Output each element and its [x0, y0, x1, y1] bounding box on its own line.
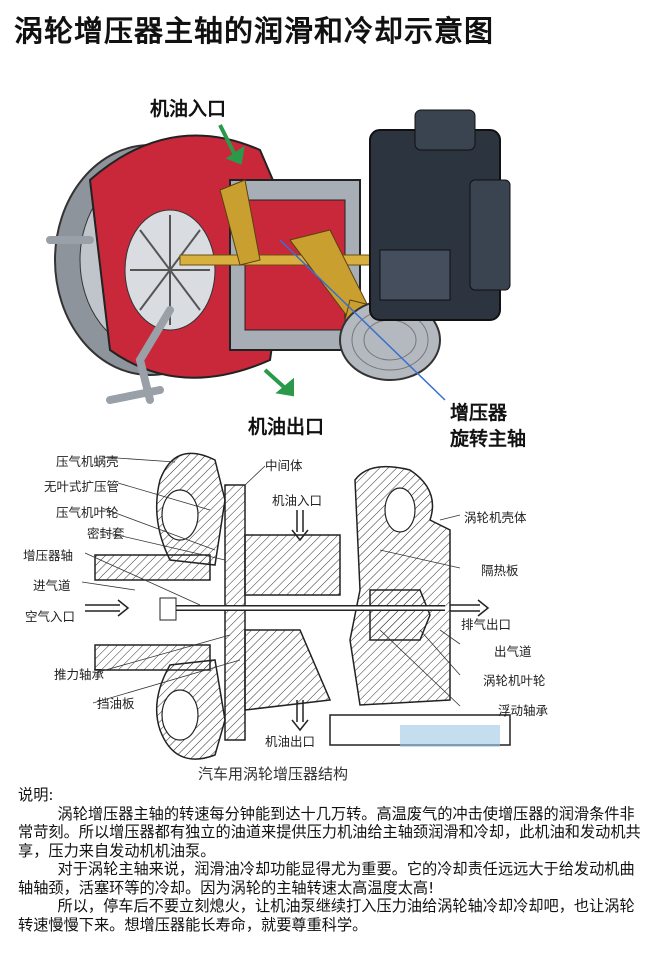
label-vaneless-diffuser: 无叶式扩压管: [44, 479, 120, 494]
notes-heading: 说明:: [18, 786, 54, 804]
oil-outlet-arrow: [291, 700, 309, 732]
photo-label-shaft-line1: 增压器: [450, 402, 508, 424]
label-floating-bearing: 浮动轴承: [498, 703, 549, 718]
diagram-caption: 汽车用涡轮增压器结构: [198, 765, 349, 783]
label-turbo-shaft: 增压器轴: [23, 548, 74, 563]
label-turbine-wheel: 涡轮机叶轮: [483, 673, 546, 688]
watermark-smudge: [400, 725, 500, 747]
photo-label-oil-outlet: 机油出口: [248, 416, 325, 438]
shaft-pointer-line: [279, 239, 446, 401]
intake-duct-top: [94, 554, 211, 581]
turbocharger-cutaway-illustration: [46, 109, 511, 404]
intake-duct-bottom: [94, 644, 211, 671]
label-oil-deflector: 挡油板: [97, 696, 135, 711]
notes-paragraph-3: 所以，停车后不要立刻熄火，让机油泵继续打入压力油给涡轮轴冷却冷却吧，也让涡轮转速…: [18, 897, 635, 934]
label-center-housing: 中间体: [265, 458, 303, 473]
oil-inlet-arrow: [291, 510, 309, 542]
exhaust-outlet-arrow: [450, 599, 490, 617]
air-inlet-arrow: [85, 599, 130, 617]
label-oil-inlet: 机油入口: [272, 493, 323, 508]
oil-pipes: [46, 236, 174, 404]
turbine-housing: [349, 465, 451, 706]
wastegate-actuator: [369, 109, 511, 321]
shaft-nut: [159, 597, 177, 621]
label-seal-sleeve: 密封套: [87, 526, 125, 541]
page-title: 涡轮增压器主轴的润滑和冷却示意图: [14, 14, 495, 48]
label-outlet-duct: 出气道: [494, 644, 532, 659]
center-housing: [179, 179, 431, 351]
label-turbine-housing: 涡轮机壳体: [464, 510, 527, 525]
photo-label-oil-inlet: 机油入口: [150, 98, 227, 120]
label-compressor-wheel: 压气机叶轮: [56, 505, 119, 520]
label-oil-outlet: 机油出口: [265, 734, 316, 749]
oil-flow-arrows: [218, 124, 294, 397]
label-intake-duct: 进气道: [33, 578, 71, 593]
notes-paragraph-2: 对于涡轮主轴来说，润滑油冷却功能显得尤为重要。它的冷却责任远远大于给发动机曲轴轴…: [18, 860, 635, 897]
photo-label-shaft-line2: 旋转主轴: [450, 428, 527, 450]
turbine-wheel: [369, 589, 431, 641]
turbocharger-cross-section-diagram: [81, 452, 511, 760]
label-compressor-volute: 压气机蜗壳: [56, 454, 119, 469]
explanation-text: 说明: 涡轮增压器主轴的转速每分钟能到达十几万转。高温废气的冲击使增压器的润滑条…: [18, 786, 648, 934]
label-exhaust-outlet: 排气出口: [461, 617, 512, 632]
label-air-inlet: 空气入口: [25, 609, 76, 624]
label-heat-shield: 隔热板: [481, 563, 519, 578]
center-housing-body: [224, 484, 246, 741]
label-thrust-bearing: 推力轴承: [54, 667, 105, 682]
notes-paragraph-1: 涡轮增压器主轴的转速每分钟能到达十几万转。高温废气的冲击使增压器的润滑条件非常苛…: [18, 804, 641, 860]
